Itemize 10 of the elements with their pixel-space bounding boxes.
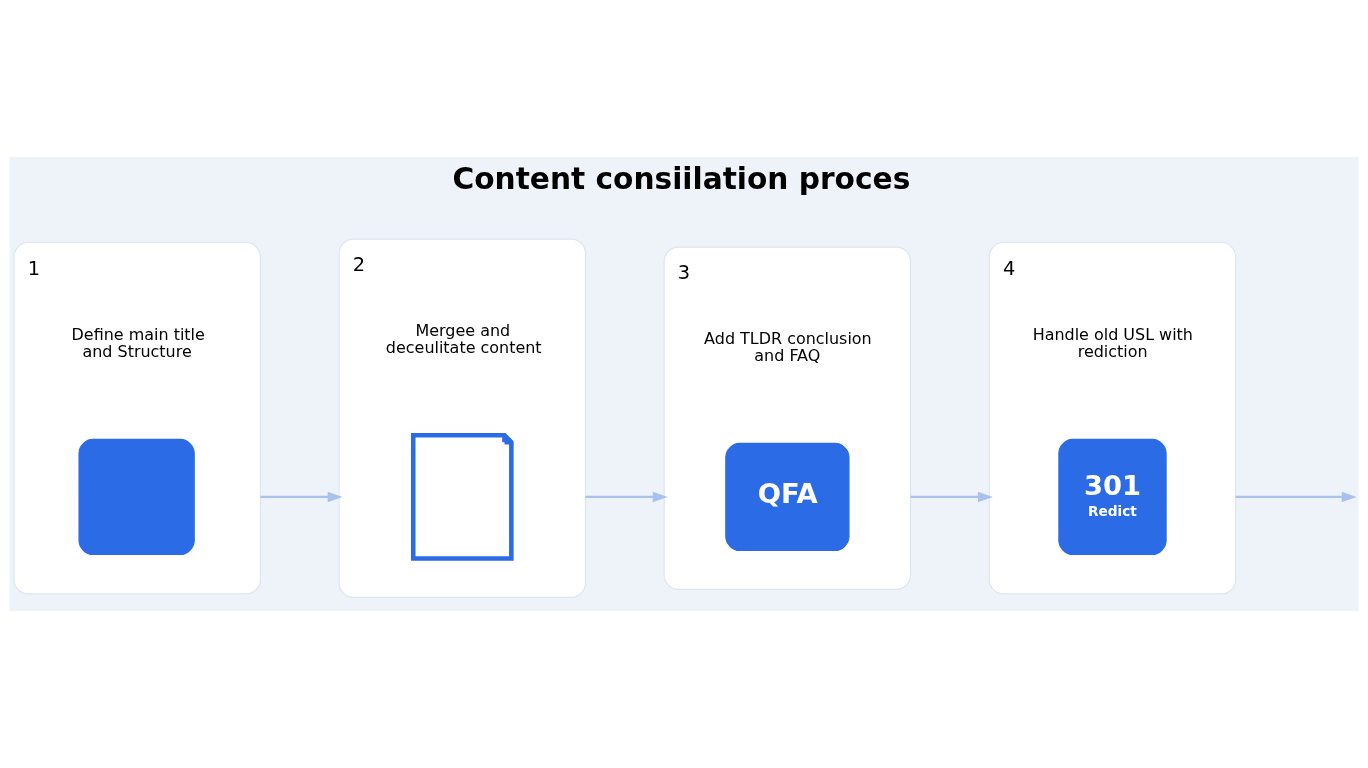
node-box: [78, 438, 195, 556]
cluster: 2 Mergee and deceulitate content: [338, 238, 587, 598]
node-box: 301 Redict: [1058, 438, 1167, 556]
diagram-title: Content consiilation proces: [452, 160, 911, 196]
arrow: [1235, 491, 1357, 503]
arrow: [260, 491, 343, 503]
arrow: [910, 491, 993, 503]
cluster: 1 Define main title and Structure: [13, 242, 261, 595]
arrow: [585, 491, 668, 503]
node-box: QFA: [725, 442, 850, 552]
